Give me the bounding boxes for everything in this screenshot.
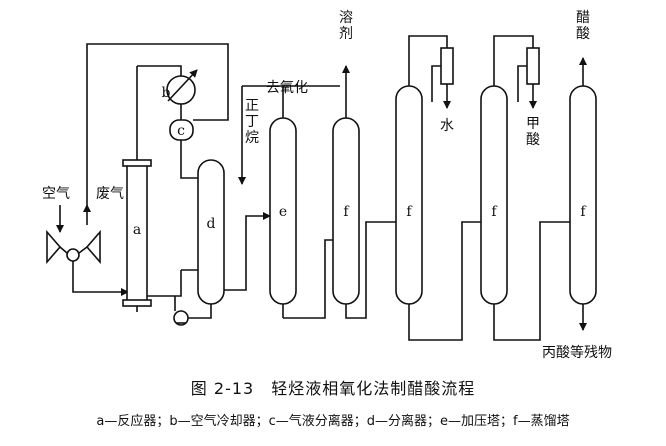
label-off-gas: 废气 xyxy=(96,186,124,202)
label-a: a xyxy=(133,222,141,238)
f1-to-f2-line xyxy=(345,221,396,319)
pump-icon xyxy=(173,310,189,326)
label-b: b xyxy=(162,85,171,101)
pump-discharge-line xyxy=(175,270,182,297)
label-e: e xyxy=(279,204,287,220)
label-residue: 丙酸等残物 xyxy=(542,344,612,361)
label-f1: f xyxy=(343,204,350,220)
separator-d xyxy=(197,159,225,305)
label-to-oxidation: 去氧化 xyxy=(266,80,308,96)
condenser-f3 xyxy=(526,47,540,85)
figure-legend: a—反应器；b—空气冷却器；c—气液分离器；d—分离器；e—加压塔；f—蒸馏塔 xyxy=(96,414,570,429)
condenser-f2 xyxy=(440,47,454,85)
label-water: 水 xyxy=(440,118,454,134)
label-d: d xyxy=(207,216,216,232)
vapor-to-cooler-line xyxy=(137,65,182,76)
label-f3: f xyxy=(491,204,498,220)
air-to-reactor-line xyxy=(72,261,129,296)
f3-to-f4-line xyxy=(493,221,570,341)
label-f4: f xyxy=(580,204,587,220)
reactor-a xyxy=(122,152,152,312)
f2-to-f3-line xyxy=(408,221,481,341)
distillation-column-f4 xyxy=(569,85,597,305)
e-to-f1-line xyxy=(283,239,333,319)
label-f2: f xyxy=(406,204,413,220)
label-air: 空气 xyxy=(42,186,70,202)
label-acetic-acid: 醋酸 xyxy=(576,10,590,42)
label-c: c xyxy=(177,123,185,139)
label-formic-acid: 甲酸 xyxy=(526,116,540,148)
air-cooler-b xyxy=(166,69,198,105)
air-compressor-icon xyxy=(46,229,101,265)
label-solvent: 溶剂 xyxy=(339,10,353,42)
distillation-column-f2 xyxy=(395,85,423,305)
separator-liquid-line xyxy=(180,140,200,179)
off-gas-line xyxy=(86,43,229,205)
f2-overhead-line xyxy=(408,35,448,86)
distillation-column-f3 xyxy=(480,85,508,305)
d-bottom-line xyxy=(188,304,212,319)
label-n-butane: 正丁烷 xyxy=(245,98,259,146)
d-to-e-line xyxy=(224,212,271,291)
figure-title: 图 2-13 轻烃液相氧化法制醋酸流程 xyxy=(190,379,476,398)
f3-overhead-line xyxy=(493,35,534,86)
f2-reflux-line xyxy=(431,65,441,102)
f3-reflux-line xyxy=(517,65,527,102)
